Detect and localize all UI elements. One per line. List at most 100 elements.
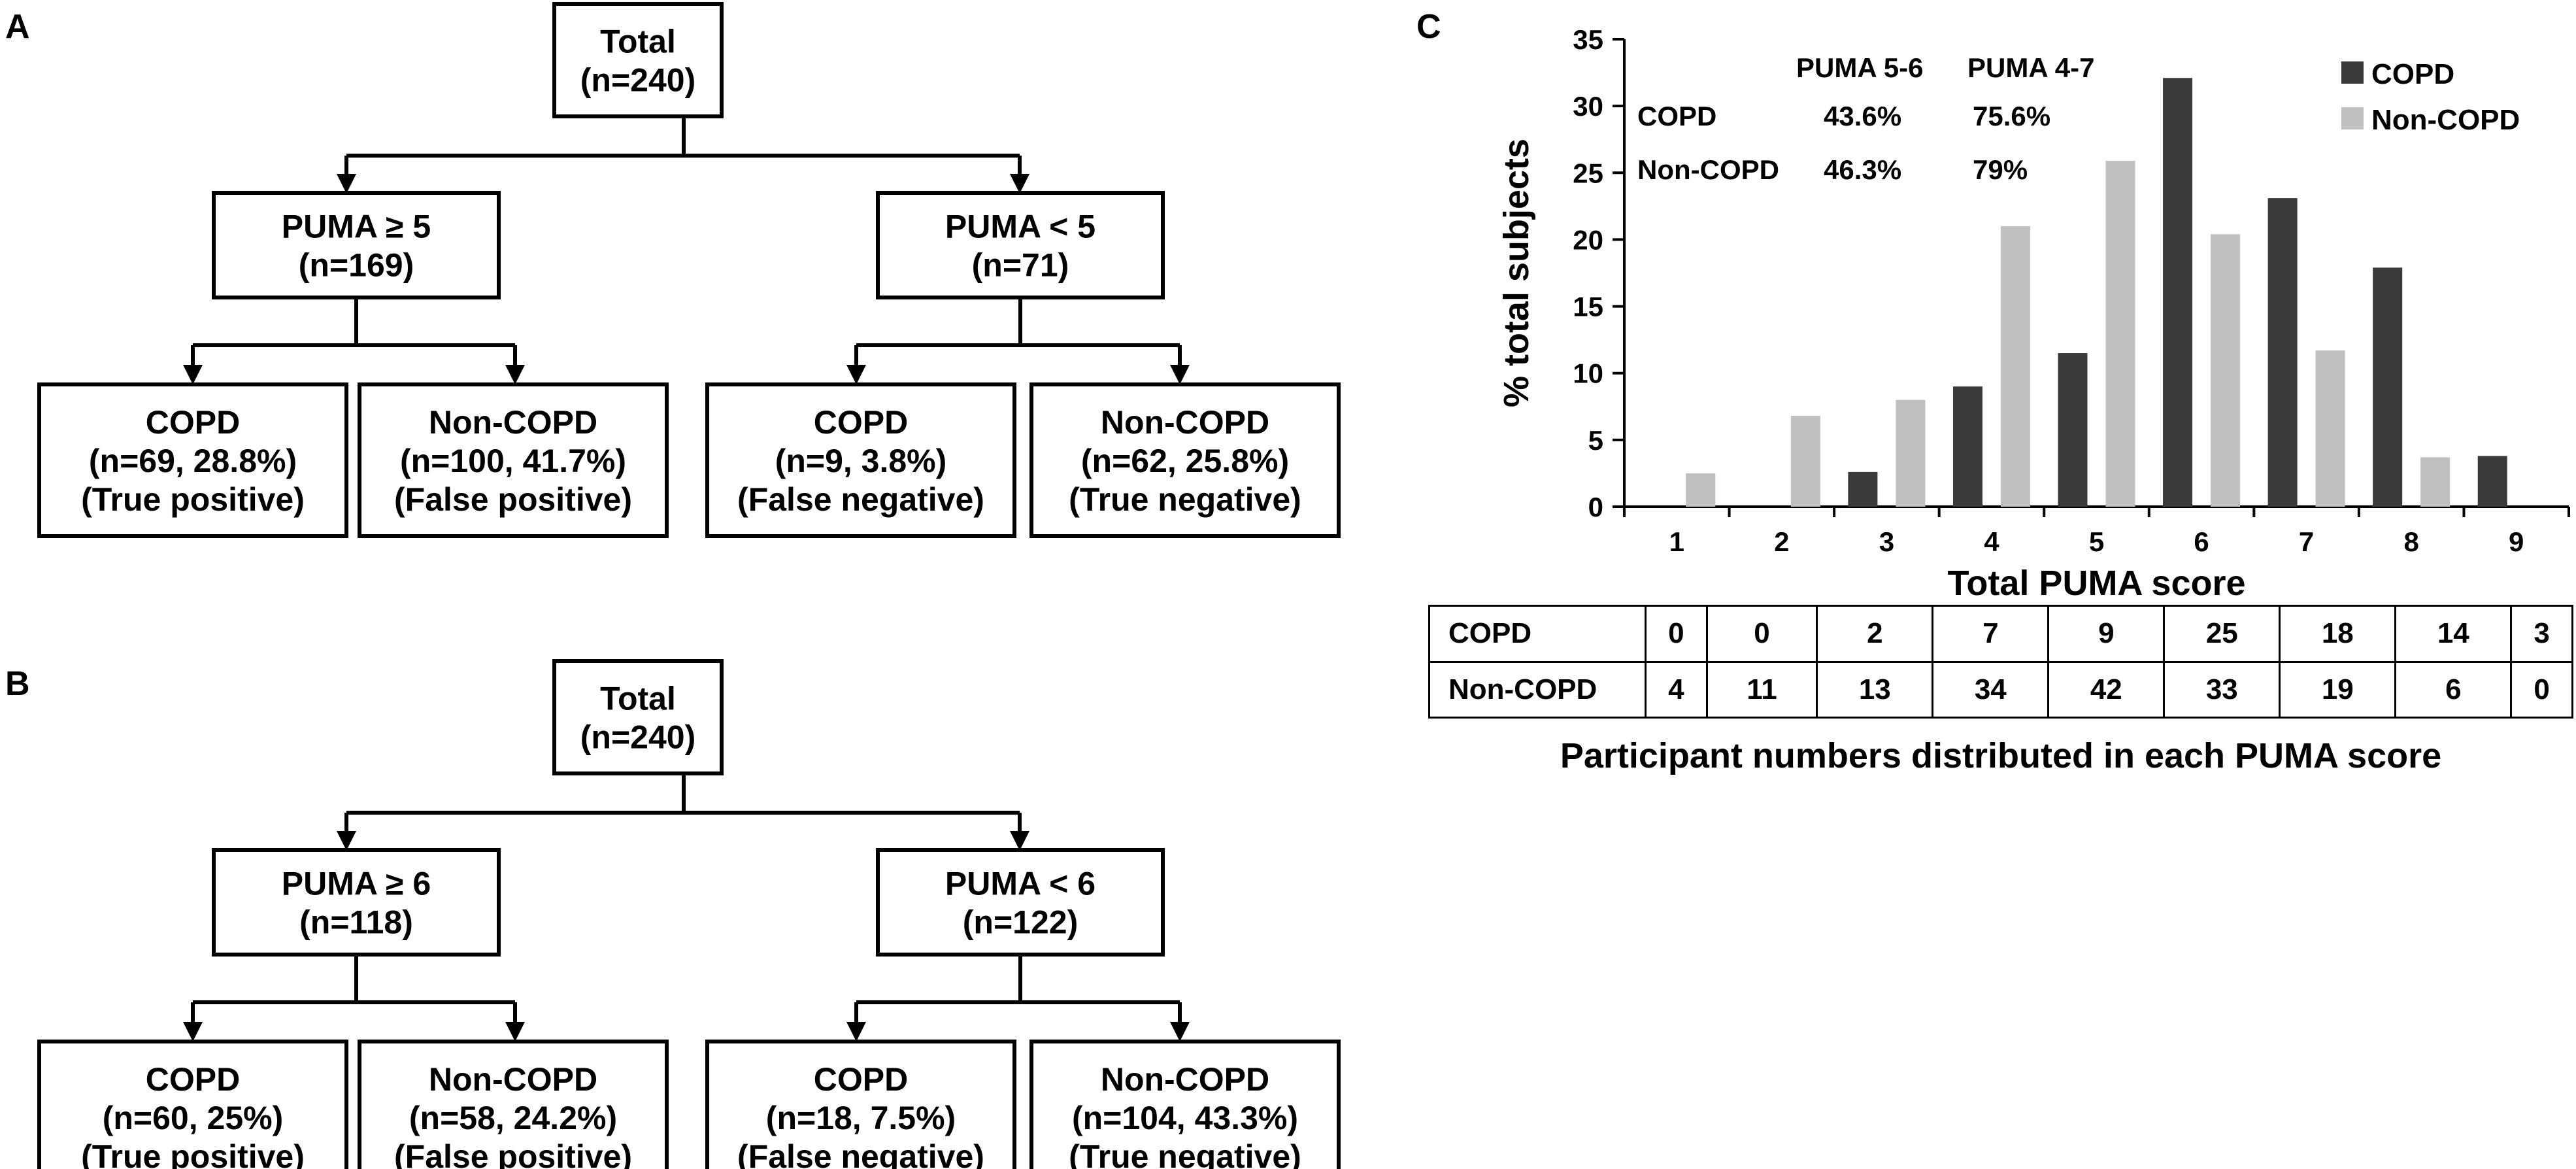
branch-box [212, 848, 501, 957]
count-cell: 33 [2163, 660, 2281, 719]
count-cell: 42 [2047, 660, 2166, 719]
outcome-box [358, 1040, 669, 1169]
row-label-copd: COPD [1428, 605, 1647, 663]
root-box-text: (n=240) [580, 62, 695, 99]
bar-copd [2477, 456, 2507, 507]
bar-non-copd [2420, 457, 2451, 507]
y-tick-label: 15 [1573, 292, 1603, 322]
outcome-box-text: (False positive) [394, 1138, 632, 1169]
panel-label-b: B [5, 665, 30, 703]
bar-copd [1952, 386, 1982, 507]
branch-box-text: (n=169) [299, 247, 414, 284]
outcome-box-text: (n=58, 24.2%) [409, 1100, 617, 1136]
outcome-box-text: (False negative) [737, 1138, 984, 1169]
count-cell: 18 [2279, 605, 2397, 663]
x-tick-label: 8 [2403, 526, 2418, 557]
count-cell: 4 [1645, 660, 1708, 719]
y-tick-label: 35 [1573, 24, 1603, 55]
y-axis-label: % total subjects [1497, 139, 1536, 407]
bar-non-copd [1896, 399, 1926, 507]
inset-row-label: COPD [1637, 101, 1716, 131]
outcome-box-text: (n=62, 25.8%) [1081, 443, 1289, 479]
outcome-box-text: Non-COPD [1101, 404, 1269, 441]
inset-value: 43.6% [1824, 101, 1901, 131]
outcome-box-text: (n=9, 3.8%) [775, 443, 947, 479]
panel-label-a: A [5, 8, 30, 46]
x-tick-label: 2 [1774, 526, 1789, 557]
y-tick-label: 30 [1573, 91, 1603, 122]
inset-row-label: Non-COPD [1637, 154, 1779, 185]
x-tick-label: 9 [2509, 526, 2524, 557]
branch-box-text: PUMA ≥ 6 [282, 866, 431, 902]
legend-swatch [2341, 61, 2364, 84]
count-cell: 7 [1932, 605, 2050, 663]
x-tick-label: 4 [1984, 526, 1999, 557]
inset-header: PUMA 4-7 [1967, 52, 2094, 83]
count-cell: 9 [2047, 605, 2166, 663]
outcome-box [705, 382, 1016, 538]
y-tick-label: 10 [1573, 358, 1603, 389]
outcome-box-text: (True negative) [1069, 481, 1301, 518]
x-tick-label: 7 [2299, 526, 2314, 557]
branch-box-text: PUMA < 6 [945, 866, 1096, 902]
bar-non-copd [2105, 160, 2135, 507]
table-row: COPD 0 0 2 7 9 25 18 14 3 [1428, 605, 2573, 663]
count-cell: 0 [1645, 605, 1708, 663]
bar-non-copd [1686, 473, 1716, 507]
count-cell: 14 [2394, 605, 2513, 663]
outcome-box [37, 1040, 348, 1169]
count-cell: 3 [2510, 605, 2573, 663]
count-cell: 13 [1816, 660, 1934, 719]
flowchart-panel-a: A Total(n=240) PUMA ≥ 5(n=169) COPD(n=69, 2… [5, 2, 1341, 538]
root-box-text: Total [600, 24, 676, 60]
outcome-box-text: (True positive) [81, 1138, 305, 1169]
count-cell: 25 [2163, 605, 2281, 663]
bar-copd [1848, 471, 1878, 507]
branch-box-text: PUMA < 5 [945, 209, 1096, 245]
outcome-box-text: (True negative) [1069, 1138, 1301, 1169]
outcome-box-text: COPD [146, 404, 240, 441]
outcome-box-text: (n=69, 28.8%) [89, 443, 297, 479]
row-label-non-copd: Non-COPD [1428, 660, 1647, 719]
branch-box-text: PUMA ≥ 5 [282, 209, 431, 245]
outcome-box-text: (False positive) [394, 481, 632, 518]
outcome-box-text: (n=60, 25%) [103, 1100, 284, 1136]
root-box-text: Total [600, 681, 676, 717]
bar-copd [2058, 353, 2088, 507]
y-tick-label: 25 [1573, 158, 1603, 188]
outcome-box-text: (n=18, 7.5%) [766, 1100, 956, 1136]
y-tick-label: 5 [1588, 425, 1603, 456]
outcome-box-text: Non-COPD [429, 1061, 597, 1098]
bar-copd [2267, 198, 2298, 507]
outcome-box-text: (n=100, 41.7%) [400, 443, 626, 479]
count-cell: 6 [2394, 660, 2513, 719]
outcome-box-text: (n=104, 43.3%) [1072, 1100, 1298, 1136]
y-tick-label: 20 [1573, 224, 1603, 255]
count-cell: 2 [1816, 605, 1934, 663]
outcome-box [705, 1040, 1016, 1169]
outcome-box [1029, 382, 1341, 538]
bar-copd [2373, 267, 2403, 507]
outcome-box-text: (False negative) [737, 481, 984, 518]
branch-box-text: (n=71) [972, 247, 1069, 284]
outcome-box-text: (True positive) [81, 481, 305, 518]
x-tick-label: 3 [1879, 526, 1894, 557]
branch-box [876, 848, 1165, 957]
legend-label: COPD [2371, 58, 2454, 90]
count-cell: 0 [2510, 660, 2573, 719]
inset-value: 46.3% [1824, 154, 1901, 185]
table-caption: Participant numbers distributed in each … [1560, 736, 2442, 775]
outcome-box [358, 382, 669, 538]
count-cell: 34 [1932, 660, 2050, 719]
legend-label: Non-COPD [2371, 104, 2520, 136]
outcome-box [37, 382, 348, 538]
outcome-box [1029, 1040, 1341, 1169]
x-tick-label: 5 [2089, 526, 2104, 557]
root-box [552, 2, 724, 118]
count-cell: 11 [1705, 660, 1818, 719]
x-tick-label: 6 [2194, 526, 2209, 557]
outcome-box-text: Non-COPD [429, 404, 597, 441]
bar-copd [2163, 78, 2193, 507]
